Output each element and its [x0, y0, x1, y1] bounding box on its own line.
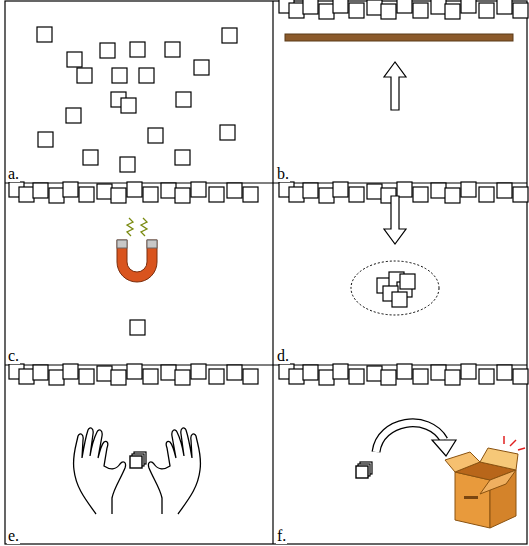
adhesive-bar: [285, 34, 513, 41]
storage-box: [445, 436, 525, 528]
card-stack: [130, 452, 146, 468]
attached-squares-row: [279, 182, 528, 203]
card-stack: [356, 462, 372, 478]
up-arrow: [384, 62, 406, 110]
panel-grid: [5, 1, 527, 544]
lone-square: [130, 320, 145, 335]
panel-letter: e.: [7, 528, 20, 544]
panel-letter: a.: [7, 166, 20, 182]
attached-squares-row: [9, 182, 258, 203]
panel-letter: d.: [276, 348, 290, 364]
scattered-squares: [37, 27, 237, 172]
attached-squares-row: [9, 364, 258, 385]
down-arrow: [384, 196, 406, 244]
attached-squares-row: [279, 0, 528, 19]
panel-letter: b.: [276, 166, 290, 182]
magnet-symbol: [117, 218, 157, 282]
panel-letter: c.: [7, 348, 20, 364]
panel-letter: f.: [276, 528, 287, 544]
curved-arrow: [376, 423, 456, 456]
cluster-ring: [351, 261, 439, 315]
square-cluster: [377, 272, 415, 307]
attached-squares-row: [279, 364, 528, 385]
hands-symbol: [73, 428, 200, 514]
